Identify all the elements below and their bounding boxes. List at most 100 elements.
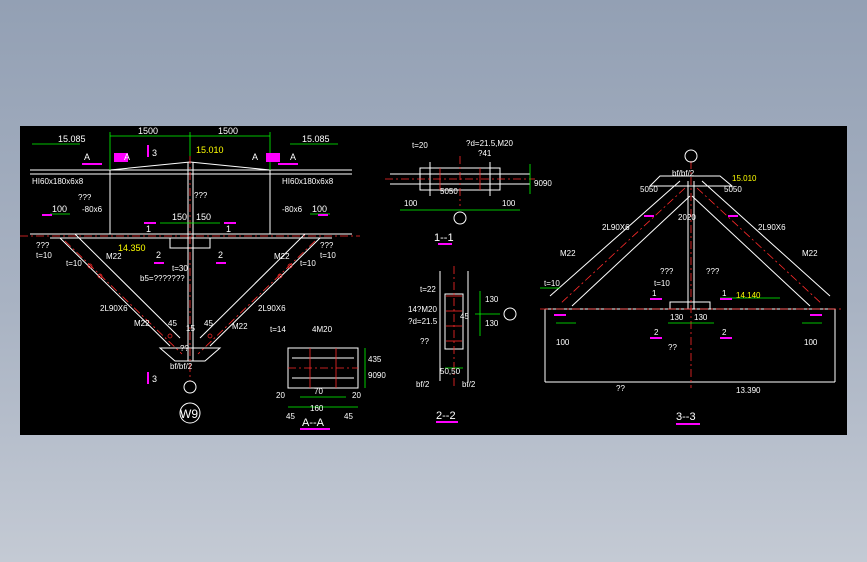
section-2-hole-note: ?d=21.5: [408, 317, 438, 326]
section-3-dim-top-right: 5050: [724, 185, 742, 194]
main-mark-a1: A: [84, 152, 90, 162]
section-3-3: [544, 175, 836, 383]
section-3-3-red: [540, 161, 842, 388]
cad-drawing: 1500 1500 15.010 15.085 15.085 14.350 HI…: [20, 126, 842, 430]
section-2-underline: [436, 421, 458, 423]
section-3-dim-top-left: 5050: [640, 185, 658, 194]
section-3-mark-1: 1: [652, 289, 657, 298]
section-2-bolt-note: 14?M20: [408, 305, 437, 314]
main-note-8: t=10: [300, 259, 316, 268]
section-aa-plate: t=14: [270, 325, 286, 334]
section-3-elev-bottom: 13.390: [736, 386, 761, 395]
section-2-weld-right: bf/2: [462, 380, 476, 389]
main-dim-top-left: 1500: [138, 126, 158, 136]
main-mark-a2: A: [124, 152, 130, 162]
section-3-note-4: ??: [616, 384, 625, 393]
section-3-brace-left: 2L90X6: [602, 223, 630, 232]
section-1-1-texts: t=20 ?d=21.5,M20 ?41 100 5050 100 9090: [404, 139, 552, 208]
section-3-elev-top: 15.010: [732, 174, 757, 183]
section-3-plate-left: t=10: [544, 279, 560, 288]
main-mark-3-bottom: 3: [152, 374, 157, 384]
section-3-base-right: 130: [694, 313, 708, 322]
section-3-note-1: ???: [660, 267, 674, 276]
section-3-3-top-circle: [684, 149, 698, 163]
main-dim-mid-left: 150: [172, 212, 187, 222]
main-bolt-bottom-right: M22: [232, 322, 248, 331]
main-dim-bottom-3: 15: [186, 324, 195, 333]
main-centerlines: [20, 156, 360, 381]
section-3-3-magenta: [554, 215, 822, 339]
section-3-dim-right: 100: [804, 338, 818, 347]
section-1-1-bolt: [453, 211, 467, 225]
section-aa-dim-total: 160: [310, 404, 324, 413]
section-2-dim-mid: 45: [460, 312, 469, 321]
main-dimension-lines: [32, 132, 338, 224]
main-weld-bottom: bf/bf/2: [170, 362, 193, 371]
main-dim-top-right: 1500: [218, 126, 238, 136]
main-texts: 1500 1500 15.010 15.085 15.085 14.350 HI…: [32, 126, 336, 384]
main-brace-left: 2L90X6: [100, 304, 128, 313]
main-mark-2-right: 2: [218, 250, 223, 260]
section-3-mark-4: 2: [722, 328, 727, 337]
main-note-9: ??: [180, 344, 189, 353]
section-aa-corner-left: 45: [286, 412, 295, 421]
main-note-3: ???: [78, 193, 92, 202]
main-magenta-marks: [42, 145, 328, 384]
section-3-bolt-left: M22: [560, 249, 576, 258]
main-plate-left: -80x6: [82, 205, 103, 214]
main-plate-right: -80x6: [282, 205, 303, 214]
title-circle: [179, 402, 201, 424]
section-2-2-texts: t=22 14?M20 ?d=21.5 ?? 130 130 45 50,50 …: [408, 285, 499, 389]
main-dim-left: 100: [52, 204, 67, 214]
main-mark-a3: A: [252, 152, 258, 162]
section-1-dim-2: 5050: [440, 187, 458, 196]
section-3-underline: [676, 423, 700, 425]
section-1-dim-right: 9090: [534, 179, 552, 188]
main-view: [30, 161, 352, 362]
section-3-note-3: ??: [668, 343, 677, 352]
main-center-plate: t=30: [172, 264, 188, 273]
section-aa-underline: [300, 428, 330, 430]
section-aa-side-right: 20: [352, 391, 361, 400]
main-note-4: ???: [194, 191, 208, 200]
main-bolt-circle: [183, 380, 197, 394]
main-bolt-left: M22: [106, 252, 122, 261]
section-3-mark-3: 2: [654, 328, 659, 337]
section-1-dim-1: 100: [404, 199, 418, 208]
section-2-2-bolt: [503, 307, 517, 321]
section-1-underline: [438, 243, 452, 245]
section-2-dim-right-2: 130: [485, 319, 499, 328]
section-2-weld-left: bf/2: [416, 380, 430, 389]
section-aa-dim-right: 435: [368, 355, 382, 364]
section-2-dim-right-1: 130: [485, 295, 499, 304]
main-note-1: ???: [36, 241, 50, 250]
main-dim-right: 100: [312, 204, 327, 214]
section-3-bolt-right: M22: [802, 249, 818, 258]
cad-drawing-canvas[interactable]: 1500 1500 15.010 15.085 15.085 14.350 HI…: [20, 126, 847, 435]
section-aa-corner-right: 45: [344, 412, 353, 421]
section-3-plate-right: t=10: [654, 279, 670, 288]
main-mark-2-left: 2: [156, 250, 161, 260]
main-mark-3-top: 3: [152, 148, 157, 158]
section-3-base-left: 130: [670, 313, 684, 322]
section-2-plate: t=22: [420, 285, 436, 294]
section-1-1-red: [385, 156, 535, 206]
main-note-2: ???: [320, 241, 334, 250]
section-3-note-2: ???: [706, 267, 720, 276]
main-dim-bottom-1: 45: [168, 319, 177, 328]
section-1-1-dims: [400, 164, 531, 211]
main-bolt-right: M22: [274, 252, 290, 261]
section-1-label: 1--1: [434, 232, 454, 244]
section-3-brace-right: 2L90X6: [758, 223, 786, 232]
main-center-note: b5=???????: [140, 274, 185, 283]
section-a-a-red: [288, 348, 358, 388]
section-aa-dim-right2: 9090: [368, 371, 386, 380]
main-note-7: t=10: [66, 259, 82, 268]
section-3-mark-2: 1: [722, 289, 727, 298]
section-3-dim-center: 2020: [678, 213, 696, 222]
main-bolt-bottom-left: M22: [134, 319, 150, 328]
section-3-dim-left: 100: [556, 338, 570, 347]
section-1-plate: t=20: [412, 141, 428, 150]
main-elev-top: 15.010: [196, 145, 224, 155]
section-3-3-texts: 15.010 14.140 13.390 2L90X6 2L90X6 M22 M…: [544, 169, 818, 395]
